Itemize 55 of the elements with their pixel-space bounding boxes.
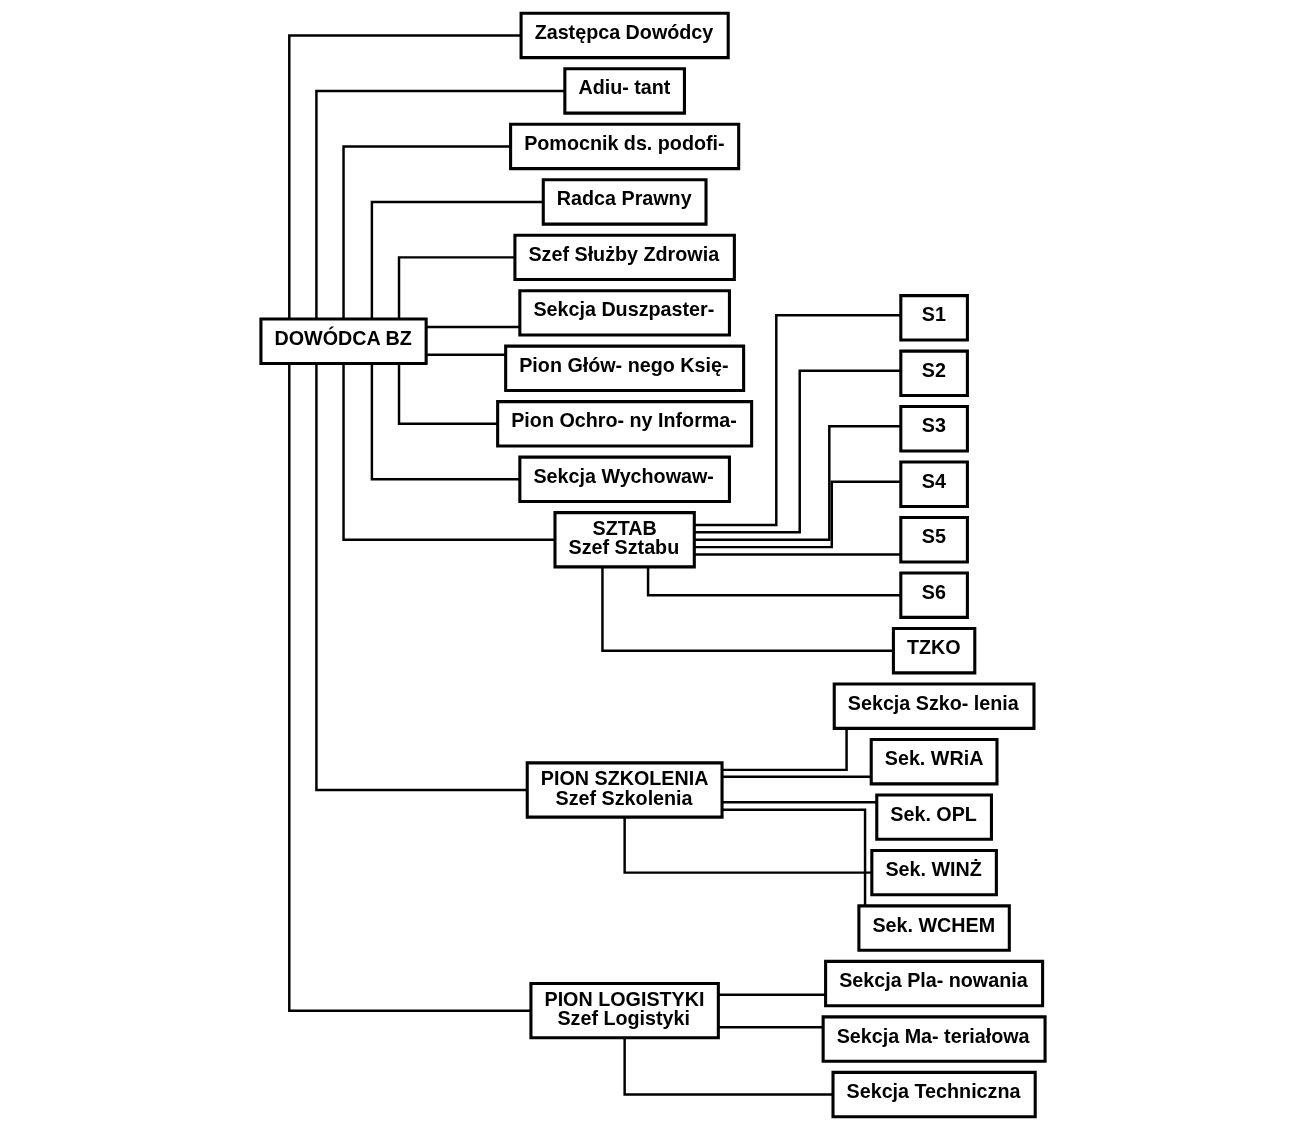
connector — [425, 353, 505, 357]
node-box: SZTAB Szef Sztabu — [552, 511, 696, 569]
node-box: Pion Ochro- ny Informa- — [495, 400, 753, 448]
node-box: Pion Głów- nego Księ- — [503, 344, 745, 393]
node-box: S3 — [898, 405, 969, 453]
node-box: S5 — [898, 516, 969, 564]
node-box: Sekcja Szko- lenia — [832, 682, 1035, 730]
connector — [397, 363, 497, 426]
node-box: S2 — [898, 349, 969, 397]
connector — [694, 480, 901, 549]
node-box: Adiu- tant — [562, 67, 686, 115]
connector — [622, 1038, 833, 1096]
node-box: Sekcja Ma- teriałowa — [821, 1015, 1047, 1063]
connector — [721, 808, 866, 906]
connector — [718, 993, 825, 996]
connector — [694, 314, 901, 527]
node-box: Sek. WINŻ — [869, 848, 998, 897]
node-box: Radca Prawny — [541, 178, 708, 226]
node-box: S4 — [898, 460, 969, 508]
connector — [718, 1026, 823, 1029]
connector — [622, 817, 871, 874]
connector — [721, 801, 877, 804]
connector — [341, 363, 555, 541]
connector — [314, 363, 527, 792]
node-box: Szef Służby Zdrowia — [512, 233, 736, 282]
connector — [600, 567, 893, 652]
node-box: Sekcja Wychowaw- — [517, 455, 731, 504]
node-box: S1 — [898, 294, 969, 342]
connector — [370, 200, 543, 319]
connector — [693, 369, 901, 534]
connector — [721, 775, 871, 779]
node-box: Zastępca Dowódcy — [519, 11, 730, 60]
connector — [694, 425, 900, 541]
node-box: Sekcja Pla- nowania — [823, 959, 1044, 1008]
node-box: Sekcja Duszpaster- — [517, 289, 731, 337]
connector — [314, 89, 564, 319]
connector — [694, 553, 901, 556]
node-box: TZKO — [891, 626, 976, 675]
connector — [646, 567, 901, 597]
node-box: S6 — [898, 571, 969, 619]
connector — [425, 325, 519, 329]
node-box: PION SZKOLENIA Szef Szkolenia — [525, 761, 724, 819]
connector — [397, 256, 515, 319]
connector — [341, 145, 510, 319]
connector — [721, 728, 848, 772]
node-box: Sek. OPL — [874, 793, 993, 841]
node-box: Sekcja Techniczna — [830, 1070, 1037, 1119]
node-box: Pomocnik ds. podofi- — [508, 122, 740, 171]
node-box: Sek. WCHEM — [856, 904, 1011, 952]
connector — [287, 363, 531, 1012]
node-box: DOWÓDCA BZ — [258, 317, 428, 365]
connector — [287, 34, 521, 319]
connector — [370, 364, 520, 481]
node-box: Sek. WRiA — [869, 737, 998, 786]
node-box: PION LOGISTYKI Szef Logistyki — [528, 982, 720, 1040]
